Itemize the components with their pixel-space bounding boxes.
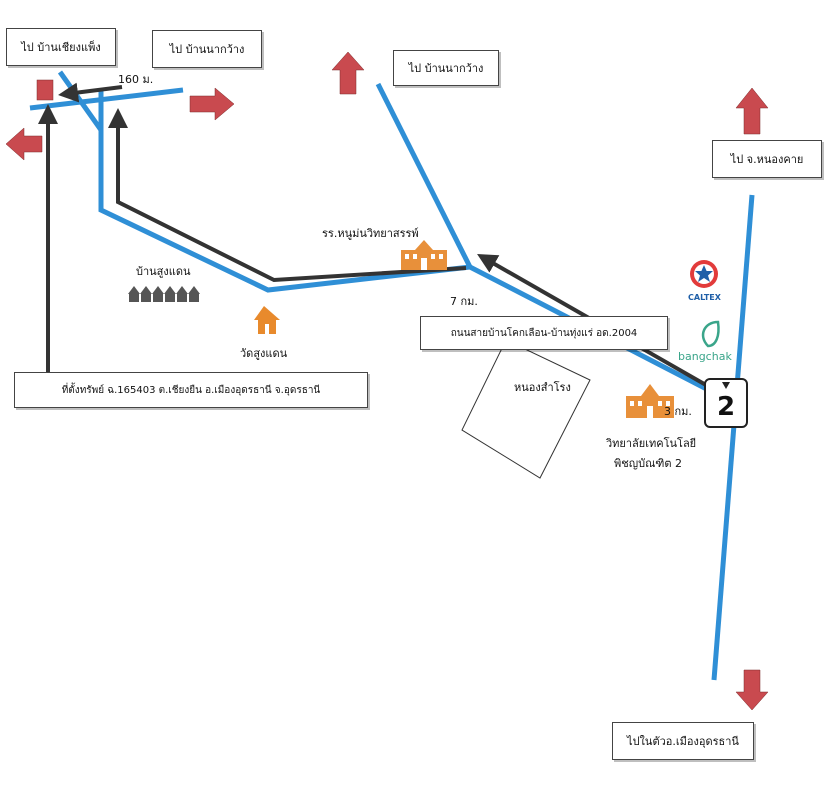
distance-7km-label: 7 กม. [450,295,478,308]
arrow-right-icon [189,87,235,121]
route-160m [58,82,123,103]
distance-160m-label: 160 ม. [118,73,154,86]
college-building-icon [626,384,674,418]
arrow-up-icon [331,51,365,95]
school-building-icon [401,240,447,270]
school-label: รร.หนูม่นวิทยาสรรพ์ [322,227,419,240]
to-city-box: ไปในตัวอ.เมืองอุดรธานี [612,722,754,760]
bangchak-leaf-icon [701,320,720,348]
property-marker-icon [36,79,54,101]
shield-crest-icon [722,382,730,389]
college-label-line2: พิชญบัณฑิต 2 [614,457,683,470]
highway-shield-icon: 2 [704,378,748,428]
route-main [108,108,467,283]
pond-outline [461,339,591,479]
property-location-box: ที่ตั้งทรัพย์ ฉ.165403 ต.เชียงยืน อ.เมือ… [14,372,368,408]
bangchak-label: bangchak [678,350,732,363]
village-houses-icon [128,286,200,302]
road-top-diagonal [57,70,104,132]
village-label: บ้านสูงแดน [136,265,191,278]
arrow-up-icon [735,87,769,135]
to-nong-khai-box: ไป จ.หนองคาย [712,140,822,178]
temple-label: วัดสูงแดน [240,347,288,360]
temple-icon [254,306,280,334]
road-name-box: ถนนสายบ้านโคกเลือน-บ้านทุ่งแร่ อด.2004 [420,316,668,350]
to-ban-chiang-phaeng-box: ไป บ้านเชียงแพ็ง [6,28,116,66]
distance-3km-label: 3 กม. [664,405,692,418]
arrow-down-icon [735,669,769,711]
caltex-label: CALTEX [688,293,721,302]
highway-number: 2 [716,392,736,422]
direction-arrows [5,51,769,711]
road-to-ban-na-kwang [375,82,473,269]
caltex-star-icon [690,260,718,288]
arrow-left-icon [5,127,43,161]
to-ban-na-kwang-box-top: ไป บ้านนากว้าง [393,50,499,86]
road-to-school [98,90,471,293]
to-ban-na-kwang-box-left: ไป บ้านนากว้าง [152,30,262,68]
highway-2 [711,194,755,681]
college-label-line1: วิทยาลัยเทคโนโลยี [606,437,697,450]
pond-label: หนองสำโรง [514,381,571,394]
